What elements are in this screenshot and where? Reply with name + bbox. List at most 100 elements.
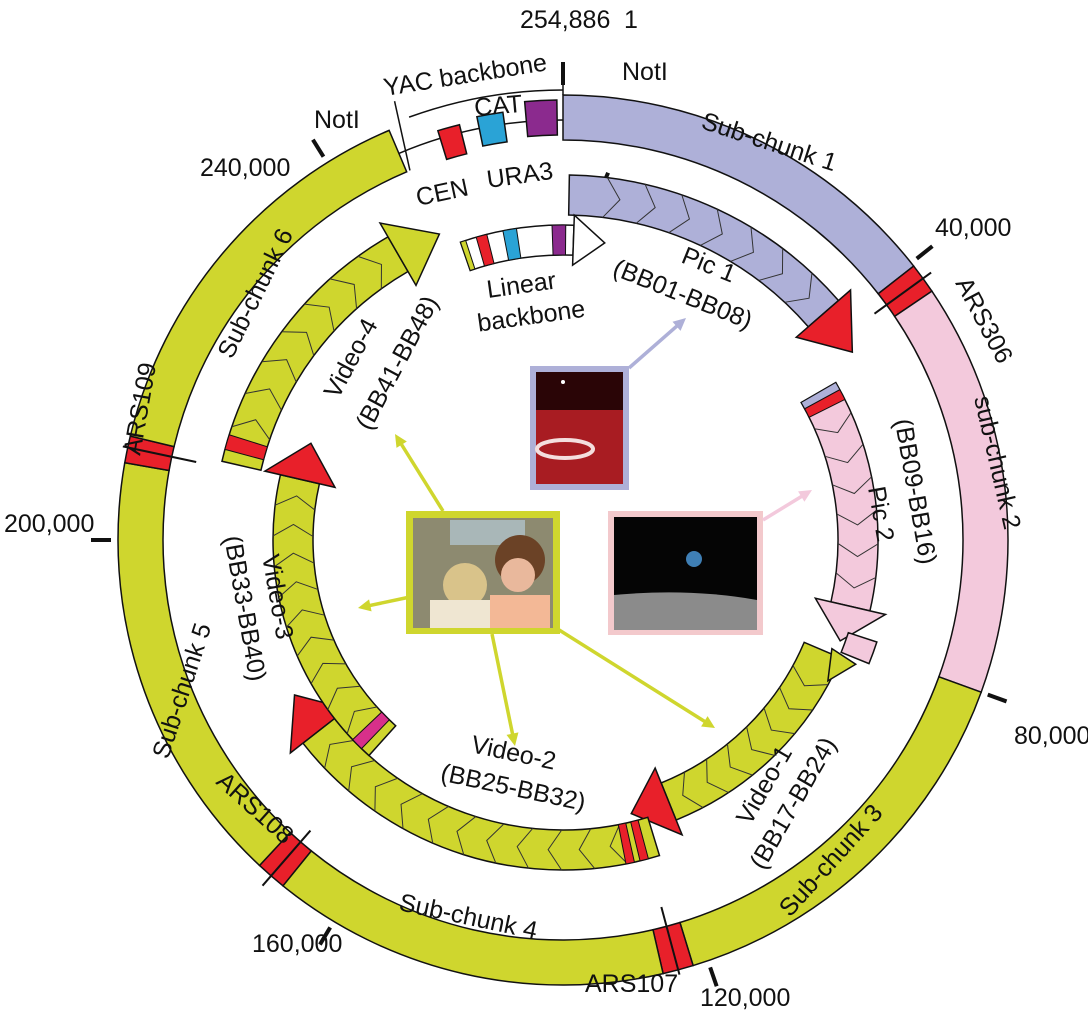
rings-layer [91,62,1009,987]
ars107-label: ARS107 [585,970,678,998]
video4-arrow-chevron [304,303,335,332]
video1-pointer-head [701,716,715,728]
video3-arrow-chevron [272,523,314,537]
noti-right-label: NotI [622,58,668,86]
video3-arrow-chevron [327,685,361,710]
pic1-arrow-chevron [668,194,691,234]
video2-arrow-chevron [547,829,563,871]
video2-arrow-chevron [578,828,596,869]
linear-backbone-element [502,227,522,261]
pic1-arrow-chevron [635,184,656,224]
video2-arrow-stripe [617,822,636,865]
video1-arrow-chevron [682,772,704,809]
video4-arrow-chevron [245,388,282,411]
video2-arrow-chevron [427,806,449,844]
video1-start-fragment [826,647,858,683]
pic2-arrow-chevron [824,443,864,464]
video1-arrow-chevron [746,726,775,756]
ars-pointer-line [873,271,932,315]
video1-arrow-chevron [706,759,729,794]
video4-arrow-chevron [357,255,382,289]
video1-pointer [555,626,707,724]
linear-label: Linear [485,267,558,304]
video3-arrow-chevron [273,552,315,568]
video2-arrow-chevron [400,793,423,829]
pic1-pointer-head [672,318,686,331]
pic2-end-fragment [840,631,878,665]
pic1-thumbnail [530,366,629,490]
video2-arrow-chevron [486,823,505,864]
ars-pointer-line [261,829,312,887]
subchunk-6-segment [129,129,408,448]
tick-200000: 200,000 [4,510,94,538]
coord-start: 1 [624,6,638,34]
video3-arrow-chevron [346,706,378,734]
video4-arrow-head [378,222,441,288]
video3-arrow-chevron [274,495,316,511]
position-tick [708,966,719,987]
pic1-arrow-chevron [700,209,723,246]
video3-arrow-stripe [351,711,391,750]
pic2-pointer [762,494,804,522]
linear-backbone-head [571,213,606,267]
tick-40000: 40,000 [935,214,1011,242]
position-tick [987,692,1008,704]
pic2-arrow-stripe [803,389,846,418]
pic1-arrow-head [794,288,854,354]
pic2-arrow-chevron [814,412,852,434]
noti-left-label: NotI [314,106,360,134]
pic1-arrow-chevron [784,272,813,303]
video1-arrow-chevron [763,707,795,735]
ura3-element [475,111,508,147]
pic1-arrow-chevron [758,248,784,281]
position-tick [915,244,934,261]
cat-element [523,99,559,138]
tick-160000: 160,000 [252,930,342,958]
cen-element [436,123,468,161]
video2-arrow-chevron [516,828,534,869]
video2-arrow-chevron [609,824,628,865]
pic1-pointer [627,324,679,370]
video2-pointer [490,633,515,736]
video4-arrow-chevron [231,419,271,441]
video4-arrow-chevron [329,278,358,309]
video4-arrow-stripe [224,434,268,461]
pic1-arrow-chevron [602,177,621,218]
video3-pointer-head [358,599,372,612]
video2-range: (BB25-BB32) [438,759,588,817]
tick-80000: 80,000 [1014,722,1088,750]
pic1-arrow-chevron [730,227,754,262]
video2-pointer-head [506,732,519,746]
yac-backbone-label: YAC backbone [382,48,549,101]
position-tick [318,926,332,946]
linear-backbone-element [459,239,476,272]
pic2-arrow-chevron [835,572,876,589]
video3-arrow-chevron [286,609,325,628]
ura3-label: URA3 [485,157,555,194]
subchunk-3-segment [679,675,983,967]
video1-arrow-chevron [792,665,829,687]
video2-arrow-chevron [324,740,354,769]
cen-label: CEN [413,174,470,212]
pointer-arrows [358,318,812,746]
linear-backbone-element [551,224,567,256]
video1-arrow-chevron [726,743,753,776]
video4-pointer-head [395,434,407,448]
pic2-arrow-chevron [837,543,879,558]
tick-240000: 240,000 [200,154,290,182]
cat-label: CAT [473,90,523,122]
tick-120000: 120,000 [700,984,790,1012]
video3-arrow-chevron [310,662,346,684]
video4-arrow-chevron [261,359,297,383]
video-thumbnail [406,511,560,634]
video3-arrow-head [262,442,337,489]
video2-arrow-chevron [456,816,477,855]
video4-pointer [399,442,445,512]
video2-arrow-chevron [374,777,398,812]
video3-arrow-chevron [278,581,319,598]
video1-arrow-chevron [779,687,813,711]
noti-left-line [393,101,411,171]
pic2-pointer-head [798,490,812,502]
video3-arrow-chevron [296,636,334,657]
coord-end: 254,886 [520,6,610,34]
